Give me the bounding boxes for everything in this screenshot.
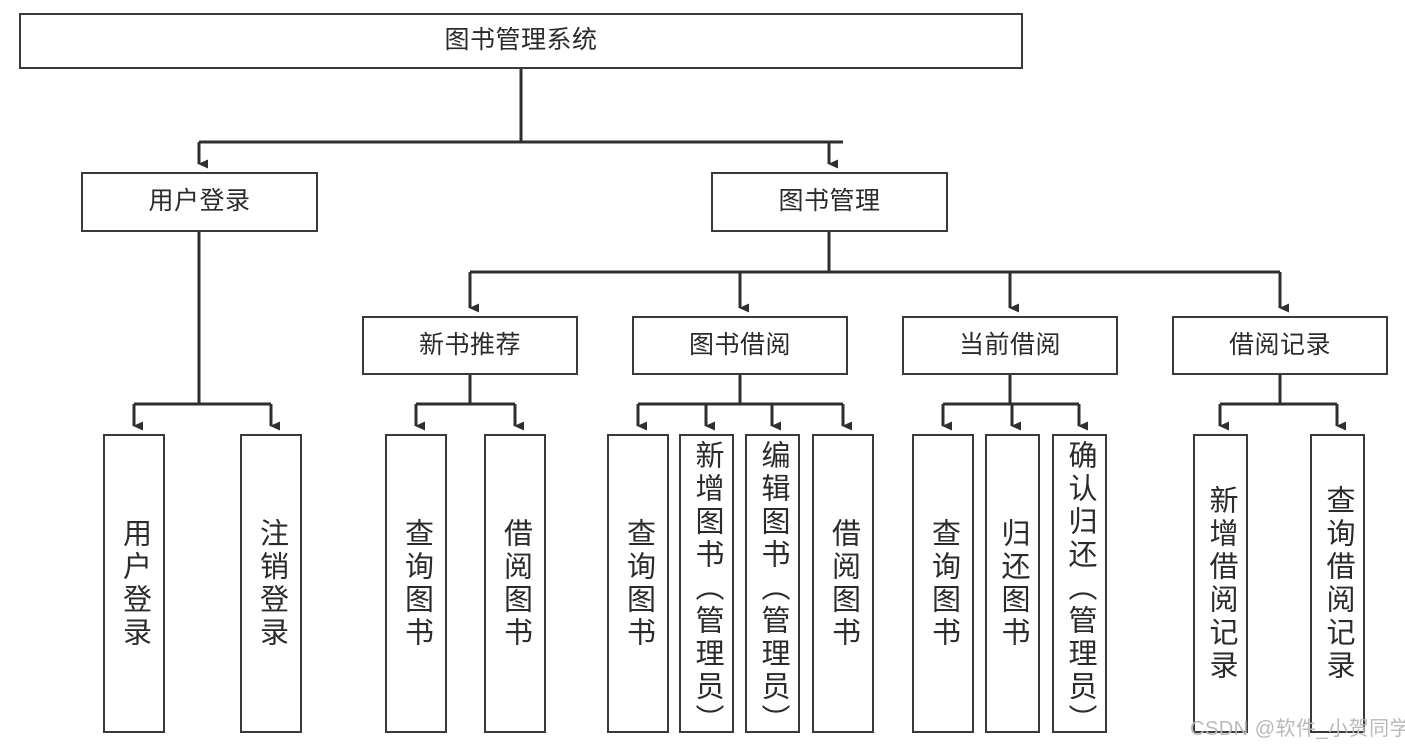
edges-userlogin-to-leaves [132, 232, 280, 431]
node-leaf-logout-login[interactable]: 注销登录 [240, 434, 302, 733]
node-book-manage[interactable]: 图书管理 [711, 172, 948, 232]
node-leaf-edit-book-admin[interactable]: 编辑图书（管理员） [745, 434, 800, 737]
node-label: 编辑图书（管理员） [757, 440, 789, 737]
node-book-borrow[interactable]: 图书借阅 [632, 316, 848, 375]
edges-root-to-level2 [197, 69, 843, 169]
node-root-system[interactable]: 图书管理系统 [19, 13, 1023, 69]
node-label: 借阅记录 [1228, 330, 1331, 359]
node-label: 图书借阅 [688, 330, 791, 359]
node-label: 新增借阅记录 [1205, 484, 1237, 683]
node-leaf-add-book-admin[interactable]: 新增图书（管理员） [679, 434, 734, 737]
node-label: 图书管理系统 [444, 26, 598, 55]
node-leaf-query-book-current[interactable]: 查询图书 [912, 434, 974, 733]
node-label: 新书推荐 [418, 330, 521, 359]
node-current-borrow[interactable]: 当前借阅 [902, 316, 1118, 375]
csdn-watermark: CSDN @软件_小贺同学 [1190, 718, 1405, 740]
node-label: 用户登录 [148, 187, 251, 216]
node-leaf-query-book-recommend[interactable]: 查询图书 [385, 434, 447, 733]
node-label: 当前借阅 [958, 330, 1061, 359]
edges-newbook-to-leaves [414, 375, 524, 431]
node-leaf-borrow-book-borrow[interactable]: 借阅图书 [812, 434, 874, 733]
node-label: 新增图书（管理员） [691, 440, 723, 737]
node-label: 查询图书 [400, 517, 433, 650]
edges-bookborrow-to-leaves [636, 375, 852, 431]
node-label: 查询借阅记录 [1322, 484, 1354, 683]
node-label: 借阅图书 [827, 517, 860, 650]
node-leaf-add-borrow-record[interactable]: 新增借阅记录 [1193, 434, 1248, 733]
node-leaf-return-book[interactable]: 归还图书 [985, 434, 1040, 733]
node-leaf-confirm-return-admin[interactable]: 确认归还（管理员） [1052, 434, 1107, 737]
node-new-book-recommend[interactable]: 新书推荐 [362, 316, 578, 375]
node-label: 借阅图书 [499, 517, 532, 650]
node-label: 归还图书 [997, 517, 1029, 650]
node-label: 查询图书 [927, 517, 960, 650]
edges-bookmanage-to-level3 [468, 232, 1289, 313]
node-borrow-record[interactable]: 借阅记录 [1172, 316, 1388, 375]
node-user-login[interactable]: 用户登录 [81, 172, 318, 232]
node-label: 注销登录 [255, 517, 288, 650]
node-leaf-user-login[interactable]: 用户登录 [103, 434, 165, 733]
node-label: 用户登录 [118, 517, 151, 650]
edges-currentborrow-to-leaves [941, 375, 1088, 431]
node-label: 查询图书 [622, 517, 655, 650]
node-label: 确认归还（管理员） [1064, 440, 1096, 737]
node-leaf-query-borrow-record[interactable]: 查询借阅记录 [1310, 434, 1365, 733]
node-leaf-borrow-book-recommend[interactable]: 借阅图书 [484, 434, 546, 733]
node-label: 图书管理 [778, 187, 881, 216]
edges-borrowrecord-to-leaves [1218, 375, 1346, 431]
node-leaf-query-book-borrow[interactable]: 查询图书 [607, 434, 669, 733]
